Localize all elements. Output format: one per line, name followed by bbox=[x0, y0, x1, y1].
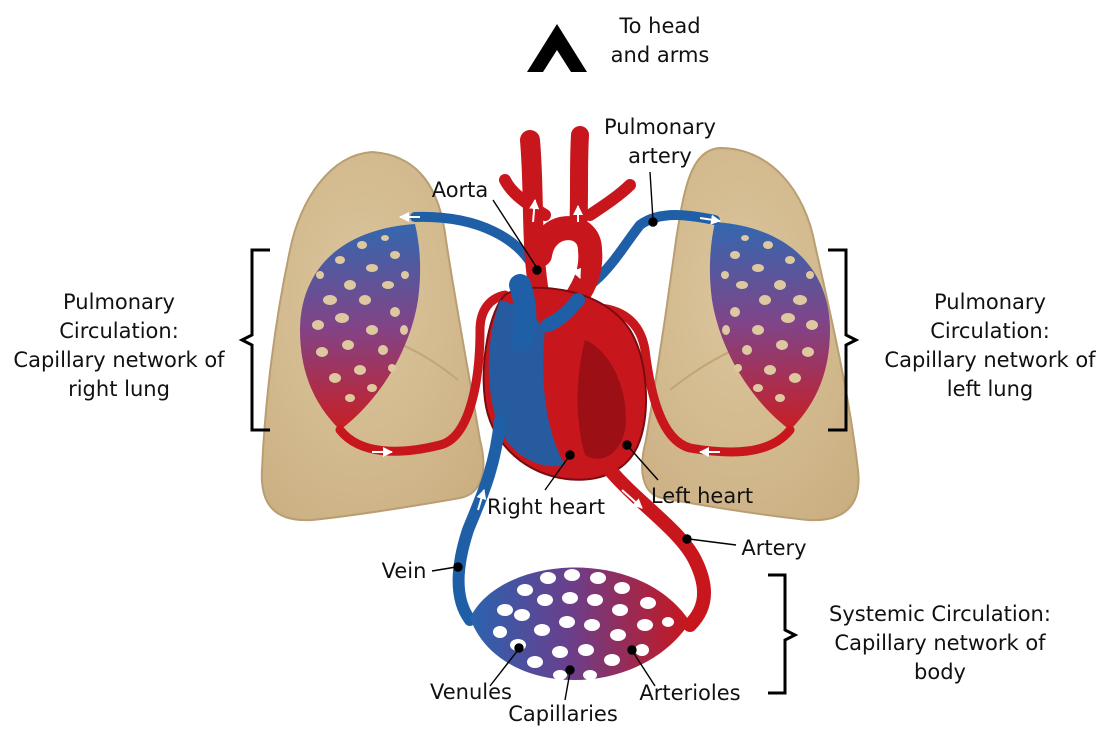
systemic-group-label: Systemic Circulation: Capillary network … bbox=[808, 600, 1072, 687]
left-heart-label: Left heart bbox=[647, 482, 757, 511]
arterioles-label: Arterioles bbox=[635, 679, 745, 708]
direction-label: To head and arms bbox=[604, 12, 716, 70]
chevron-up-icon bbox=[527, 24, 587, 72]
venules-label: Venules bbox=[426, 678, 516, 707]
bracket-body bbox=[768, 575, 795, 693]
artery-label: Artery bbox=[738, 534, 810, 563]
aorta-label: Aorta bbox=[424, 176, 496, 205]
pulmonary-left-group-label: Pulmonary Circulation: Capillary network… bbox=[875, 288, 1105, 404]
pulmonary-right-group-label: Pulmonary Circulation: Capillary network… bbox=[4, 288, 234, 404]
pulmonary-artery-label: Pulmonary artery bbox=[590, 113, 730, 171]
body-capillaries bbox=[470, 567, 690, 680]
vein-label: Vein bbox=[378, 557, 430, 586]
right-heart-label: Right heart bbox=[484, 493, 608, 522]
